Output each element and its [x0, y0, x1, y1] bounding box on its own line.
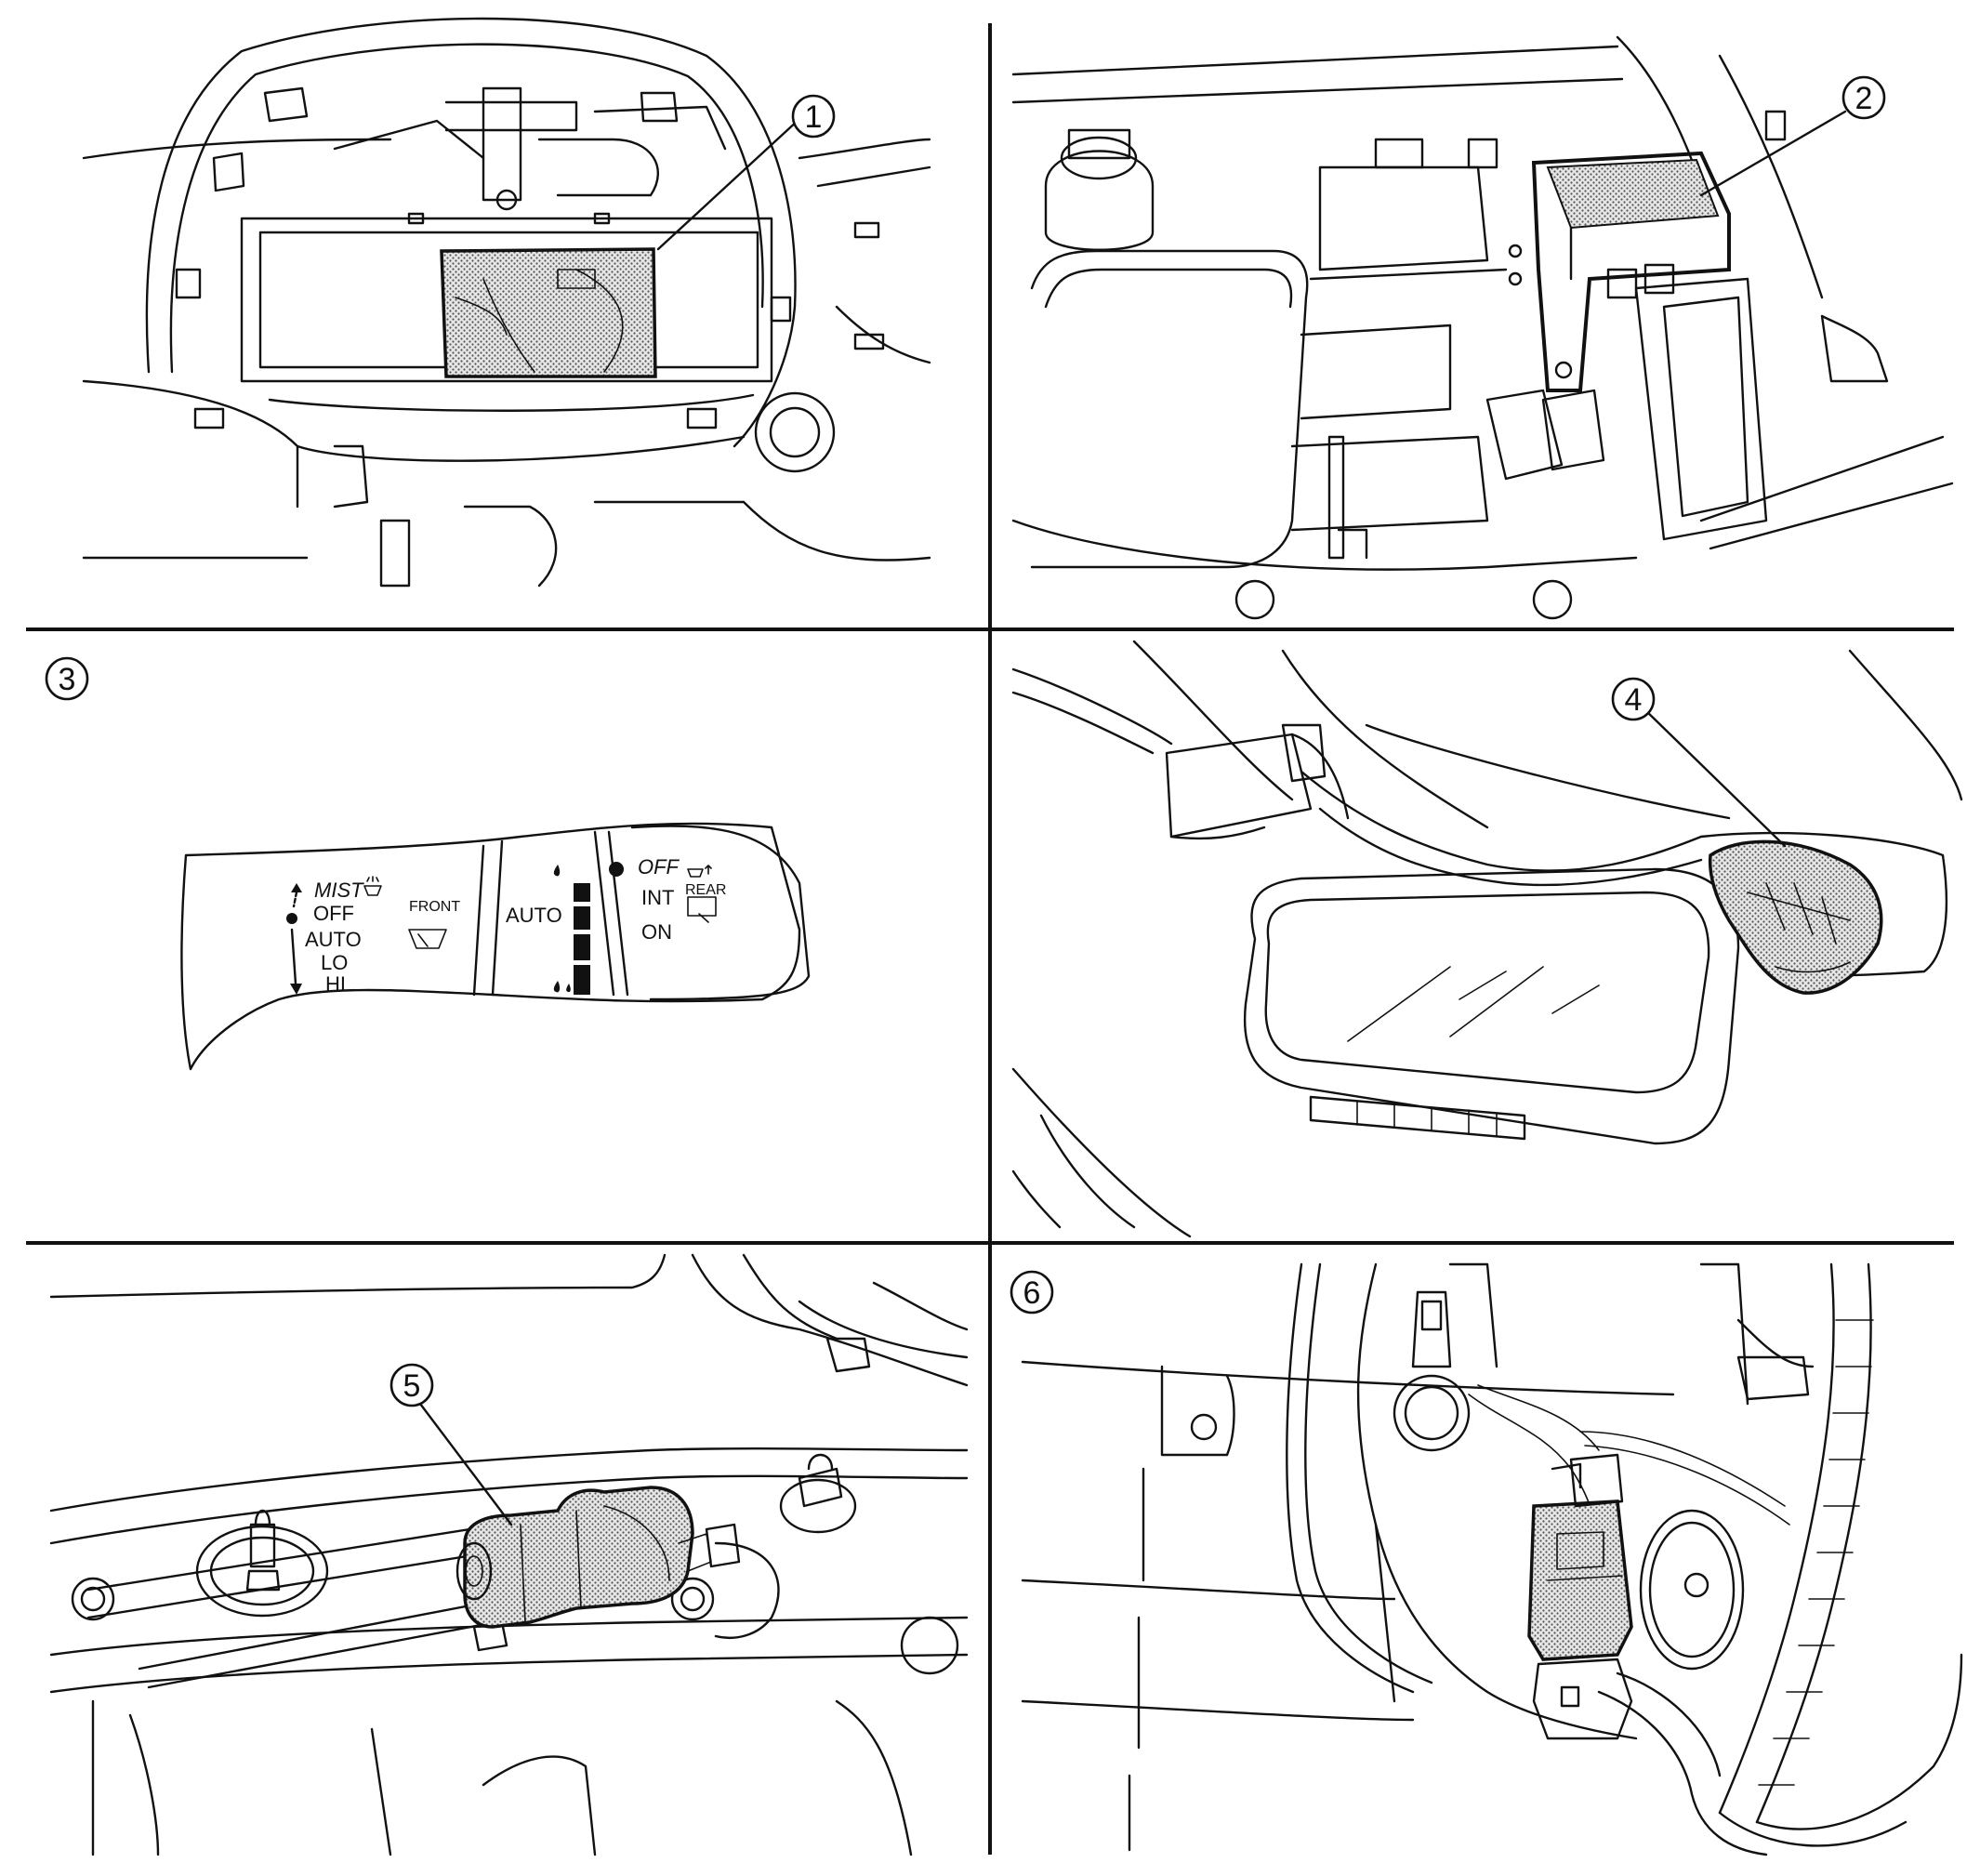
panel-3-wiper-switch: MIST OFF AUTO LO HI FRONT AUTO OFF REAR … [180, 822, 811, 1071]
rear-wiper-icon [687, 896, 717, 923]
svg-text:5: 5 [403, 1368, 421, 1404]
hi-arrow-down-icon [290, 984, 302, 995]
label-mist: MIST [314, 879, 364, 902]
panel-dividers [26, 23, 1954, 1855]
raindrop-large-icon [553, 981, 571, 993]
intensity-bar-4 [574, 965, 590, 995]
panel-2-engine-bay [1011, 35, 1954, 620]
front-wiper-icon [408, 929, 447, 949]
svg-text:6: 6 [1023, 1275, 1041, 1311]
label-hi: HI [325, 972, 346, 996]
callout-6: 6 [1010, 1270, 1054, 1315]
svg-text:4: 4 [1625, 682, 1643, 718]
callout-3: 3 [45, 656, 89, 701]
intensity-bar-3 [574, 934, 590, 960]
callout-2: 2 [1841, 75, 1886, 120]
mist-arrow-up-icon [291, 883, 302, 892]
label-off-left: OFF [313, 902, 354, 925]
callout-1: 1 [791, 94, 836, 139]
label-off-right: OFF [638, 855, 680, 879]
rear-off-indicator-dot [609, 862, 624, 877]
svg-text:2: 2 [1855, 81, 1873, 116]
panel-6-harness [1021, 1262, 1963, 1856]
intensity-bar-1 [574, 883, 590, 902]
off-position-dot [286, 913, 297, 924]
panel-4-mirror [1011, 640, 1963, 1238]
label-rear: REAR [685, 882, 726, 898]
callout-4: 4 [1611, 677, 1656, 721]
raindrop-small-icon [553, 865, 561, 877]
label-int: INT [641, 886, 674, 909]
panel-1-dashboard [82, 17, 931, 588]
callout-5: 5 [389, 1363, 434, 1407]
intensity-bar-2 [574, 906, 590, 930]
label-auto-ring: AUTO [506, 904, 562, 927]
label-lo: LO [321, 951, 348, 974]
label-on: ON [641, 920, 672, 944]
label-auto-left: AUTO [305, 928, 362, 951]
panel-5-wiper-motor [49, 1253, 969, 1856]
washer-icon [363, 876, 382, 896]
label-front: FRONT [409, 899, 460, 915]
rear-washer-icon [687, 865, 712, 878]
svg-text:3: 3 [59, 662, 76, 697]
svg-text:1: 1 [805, 99, 823, 135]
